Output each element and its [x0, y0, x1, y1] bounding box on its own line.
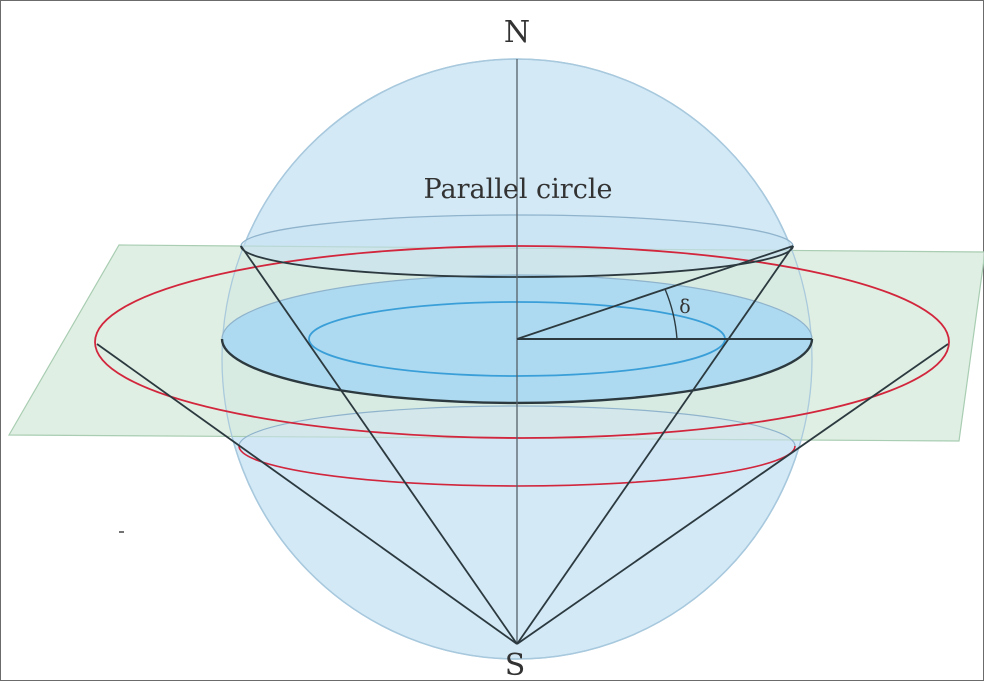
delta-angle-label: δ	[679, 296, 690, 318]
projection-line-lower-left	[96, 343, 518, 645]
angle-arc	[664, 288, 678, 340]
projection-line-upper-left	[240, 245, 518, 645]
parallel-radius-line	[516, 245, 794, 340]
red-projected-circle	[94, 245, 950, 439]
projection-line-lower-right	[516, 343, 949, 645]
north-pole-label: N	[504, 15, 530, 50]
projection-line-upper-right	[516, 245, 794, 645]
south-pole-label: S	[505, 648, 526, 681]
parallel-circle-label: Parallel circle	[424, 174, 613, 205]
